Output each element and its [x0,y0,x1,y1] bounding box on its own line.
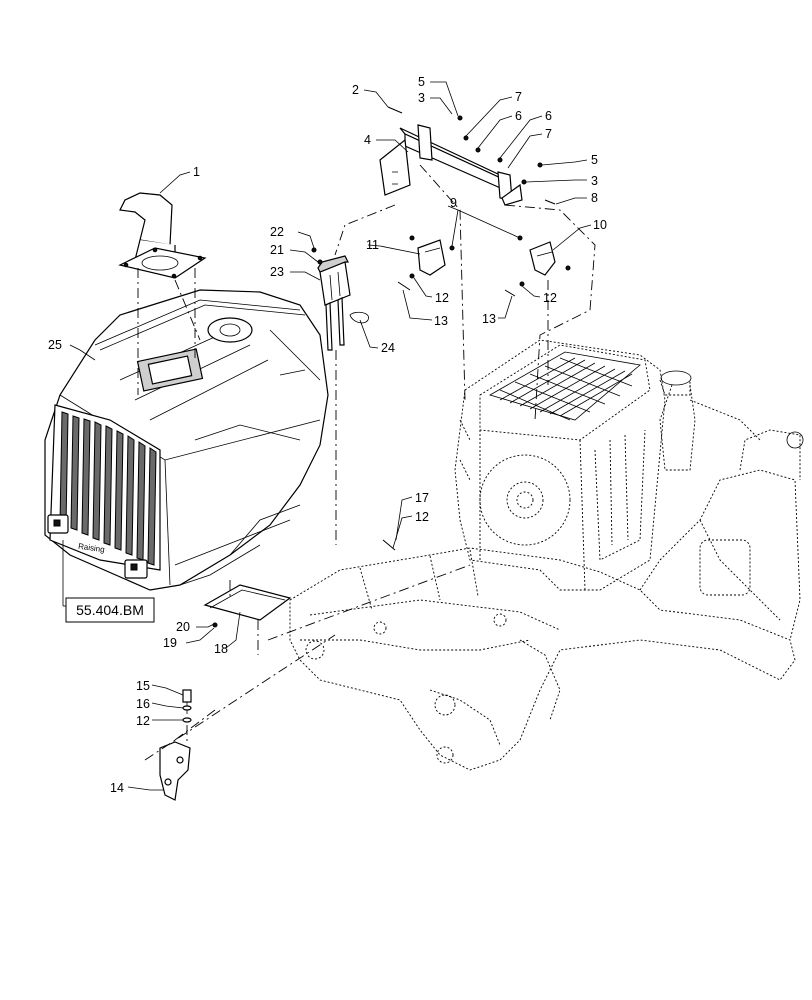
callout-4: 4 [364,133,371,147]
callout-20: 20 [176,620,190,634]
callout-10: 10 [593,218,607,232]
coolant-reservoir [317,255,351,351]
reference-box-label: 55.404.BM [76,602,144,618]
callout-5: 5 [591,153,598,167]
callout-17: 17 [415,491,429,505]
callout-6: 6 [545,109,552,123]
callout-23: 23 [270,265,284,279]
callout-12: 12 [543,291,557,305]
reference-box: 55.404.BM [62,540,155,623]
callout-16: 16 [136,697,150,711]
mount-plate [203,584,292,621]
callout-15: 15 [136,679,150,693]
chassis-frame [289,370,804,771]
assembly-lines [137,164,596,761]
callout-13: 13 [482,312,496,326]
callout-12: 12 [136,714,150,728]
callout-11: 11 [366,238,379,252]
hose [349,311,369,324]
lower-bracket [159,741,191,801]
callout-24: 24 [381,341,395,355]
radiator-assembly [454,339,666,591]
engine-hood: Raising [44,289,329,591]
callout-21: 21 [270,243,284,257]
clamp-left [417,239,446,276]
callout-6: 6 [515,109,522,123]
svg-text:Raising: Raising [78,542,106,555]
callout-7: 7 [515,90,522,104]
support-bracket [379,124,523,206]
callout-5: 5 [418,75,425,89]
callout-3: 3 [418,91,425,105]
callout-22: 22 [270,225,284,239]
hardware [182,106,571,723]
exhaust-pipe [118,192,207,279]
callout-1: 1 [193,165,200,179]
callout-18: 18 [214,642,228,656]
callout-19: 19 [163,636,177,650]
callout-7: 7 [545,127,552,141]
callout-9: 9 [450,196,457,210]
callout-labels: 1 2 3 3 4 5 5 6 6 7 7 8 9 10 11 12 12 12… [48,75,607,795]
callout-12: 12 [435,291,449,305]
callout-12: 12 [415,510,429,524]
callout-14: 14 [110,781,124,795]
clamp-right [529,241,556,276]
callout-2: 2 [352,83,359,97]
callout-3: 3 [591,174,598,188]
callout-25: 25 [48,338,62,352]
callout-13: 13 [434,314,448,328]
callout-8: 8 [591,191,598,205]
leader-lines [69,81,592,791]
